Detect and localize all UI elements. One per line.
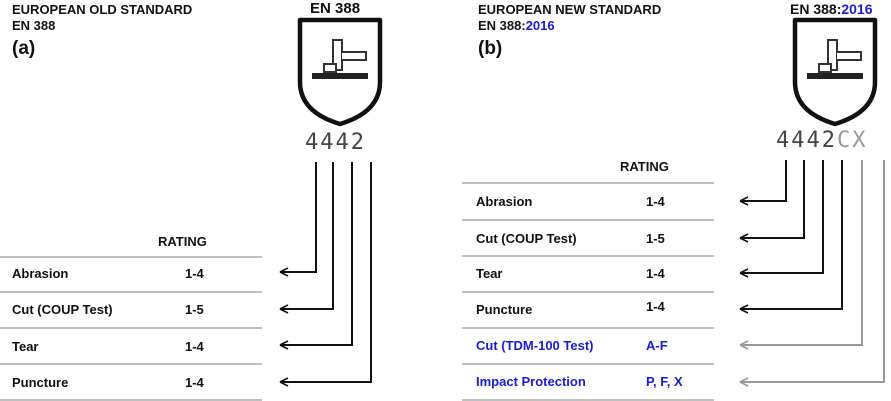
right-digit-cut: 4: [791, 128, 807, 153]
right-ground-bar: [807, 73, 863, 79]
right-arrow-tear: [739, 160, 824, 278]
right-header-line2: EN 388:2016: [478, 18, 555, 34]
right-row-rating: 1-4: [646, 299, 665, 314]
left-digit-abrasion: 4: [305, 130, 321, 155]
right-title-year: 2016: [841, 1, 873, 17]
left-shield-icon: [297, 17, 383, 127]
left-row-rating: 1-4: [185, 339, 204, 354]
right-table-lines: [462, 182, 714, 401]
left-row-rating: 1-4: [185, 266, 204, 281]
right-row-name: Tear: [476, 266, 503, 281]
left-arrow-puncture: [279, 162, 372, 387]
right-arrow-cut-coup: [739, 160, 805, 243]
right-row-rating: 1-4: [646, 194, 665, 209]
right-standard-title: EN 388:2016: [790, 1, 873, 17]
right-row-name-highlight: Impact Protection: [476, 374, 586, 389]
right-header-year: 2016: [525, 18, 555, 33]
left-digit-puncture: 2: [350, 130, 366, 155]
right-arrow-impact: [739, 160, 885, 387]
left-row-name: Tear: [12, 339, 39, 354]
right-row-name-highlight: Cut (TDM-100 Test): [476, 338, 594, 353]
right-connectors-dark: [739, 160, 843, 314]
right-row-rating-highlight: A-F: [646, 338, 668, 353]
right-row-name: Puncture: [476, 302, 533, 317]
left-ground-bar: [312, 73, 368, 79]
left-panel-label: (a): [12, 38, 36, 59]
left-arrow-tear: [279, 162, 353, 350]
left-digit-cut: 4: [320, 130, 336, 155]
right-arrow-cut-tdm: [739, 160, 863, 350]
left-header-line1: EUROPEAN OLD STANDARD: [12, 2, 193, 17]
left-rating-header: RATING: [158, 234, 207, 249]
left-row-rating: 1-5: [185, 302, 204, 317]
right-row-rating: 1-4: [646, 266, 665, 281]
right-hammer-icon: [818, 39, 862, 73]
right-letter-impact: X: [852, 128, 868, 153]
left-row-rating: 1-4: [185, 375, 204, 390]
right-digit-abrasion: 4: [776, 128, 792, 153]
left-arrow-abrasion: [279, 162, 317, 277]
right-digit-puncture: 2: [821, 128, 837, 153]
right-shield-icon: [792, 17, 878, 127]
right-row-name: Cut (COUP Test): [476, 231, 577, 246]
left-header-line2: EN 388: [12, 18, 56, 33]
right-row-rating: 1-5: [646, 231, 665, 246]
left-hammer-icon: [323, 39, 367, 73]
right-row-name: Abrasion: [476, 194, 533, 209]
right-row-rating-highlight: P, F, X: [646, 374, 683, 389]
left-table-lines: [0, 256, 262, 401]
left-row-name: Cut (COUP Test): [12, 302, 113, 317]
right-digit-tear: 4: [806, 128, 822, 153]
left-row-name: Abrasion: [12, 266, 69, 281]
right-panel-label: (b): [478, 38, 503, 59]
right-letter-cut-tdm: C: [837, 128, 853, 153]
left-connectors: [279, 162, 372, 387]
right-title-prefix: EN 388:: [790, 1, 842, 17]
right-rating-digits: 4442CX: [776, 128, 868, 153]
right-arrow-abrasion: [739, 160, 787, 206]
left-rating-digits: 4442: [305, 130, 366, 155]
left-row-name: Puncture: [12, 375, 69, 390]
right-header-prefix: EN 388:: [478, 18, 526, 33]
left-digit-tear: 4: [335, 130, 351, 155]
right-rating-header: RATING: [620, 159, 669, 174]
right-connectors-grey: [739, 160, 885, 387]
left-arrow-cut: [279, 162, 334, 314]
right-arrow-puncture: [739, 160, 843, 314]
right-header-line1: EUROPEAN NEW STANDARD: [478, 2, 662, 17]
left-standard-title: EN 388: [310, 0, 361, 17]
